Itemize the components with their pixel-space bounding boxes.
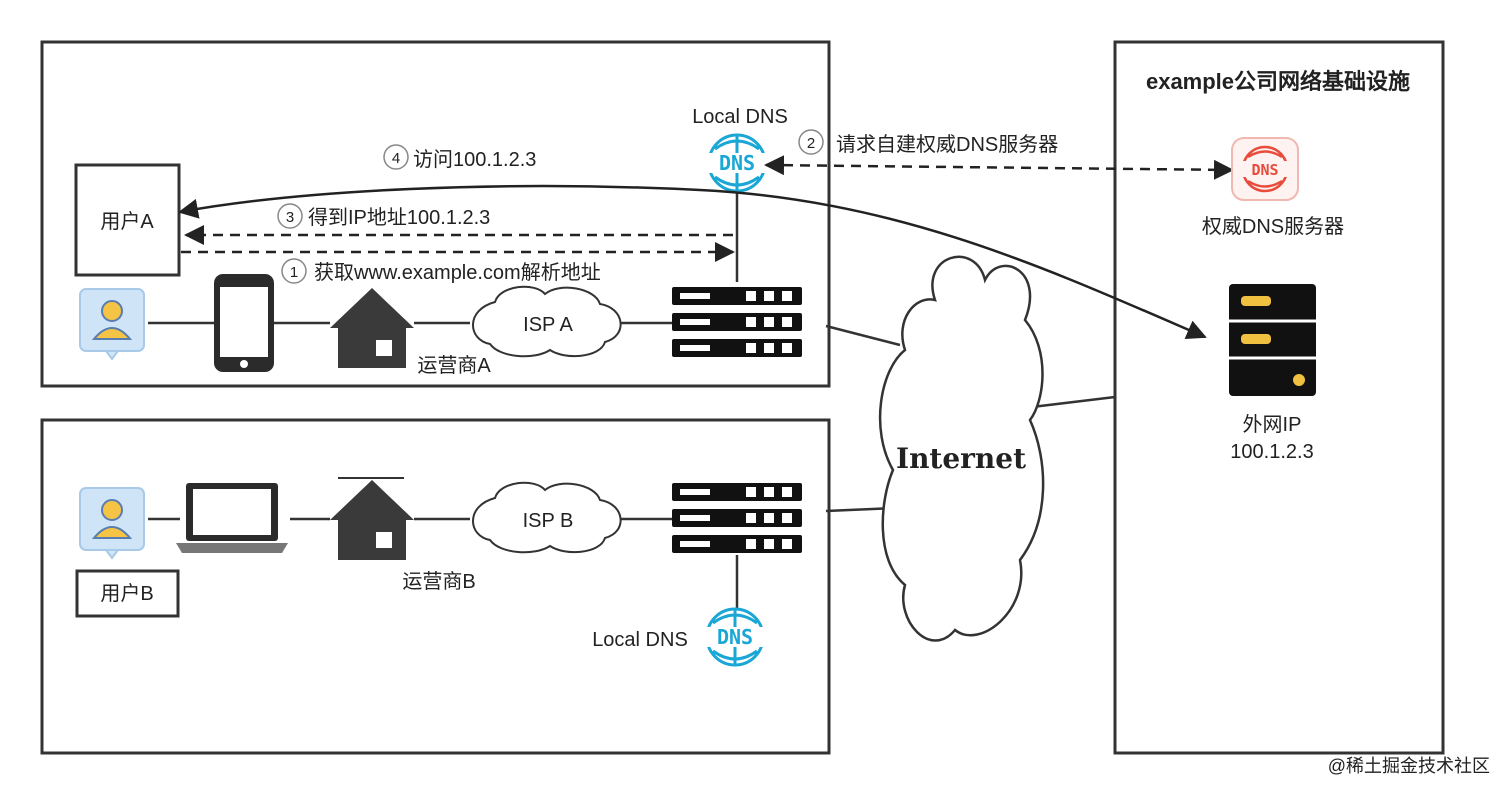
svg-text:请求自建权威DNS服务器: 请求自建权威DNS服务器 (836, 133, 1058, 156)
local-dns-b-icon: DNS (703, 607, 767, 667)
local-dns-b-label: Local DNS (592, 629, 688, 651)
svg-text:3: 3 (286, 209, 294, 226)
svg-text:得到IP地址100.1.2.3: 得到IP地址100.1.2.3 (308, 206, 490, 229)
local-dns-a-label: Local DNS (692, 106, 788, 128)
step-1-label: 1 获取www.example.com解析地址 (281, 258, 601, 284)
isp-a-label: ISP A (523, 314, 573, 336)
server-rack-b-icon (672, 483, 802, 553)
local-dns-a-icon: DNS (705, 133, 769, 193)
internet-label: Internet (896, 442, 1026, 475)
svg-text:获取www.example.com解析地址: 获取www.example.com解析地址 (314, 261, 601, 284)
user-b-avatar-icon (79, 487, 145, 559)
watermark-text: @稀土掘金技术社区 (1328, 756, 1490, 776)
svg-text:4: 4 (392, 150, 400, 167)
laptop-icon (176, 483, 288, 553)
auth-dns-label: 权威DNS服务器 (1202, 215, 1344, 238)
isp-b-label: ISP B (523, 510, 574, 532)
step-3-label: 3 得到IP地址100.1.2.3 (277, 203, 490, 229)
carrier-a-house-icon (330, 288, 414, 368)
carrier-b-house-icon (330, 480, 414, 560)
svg-text:DNS: DNS (717, 625, 753, 649)
step-2-label: 2 请求自建权威DNS服务器 (798, 129, 1058, 156)
svg-text:DNS: DNS (719, 151, 755, 175)
isp-b-cloud (472, 481, 622, 554)
zone-b-frame (40, 418, 831, 755)
carrier-b-label: 运营商B (402, 570, 475, 593)
server-rack-a-icon (672, 287, 802, 357)
svg-text:DNS: DNS (1251, 161, 1278, 179)
public-ip-address: 100.1.2.3 (1230, 441, 1313, 463)
auth-dns-icon: DNS (1231, 137, 1299, 201)
svg-text:1: 1 (290, 264, 298, 281)
user-a-label: 用户A (100, 210, 154, 233)
user-a-avatar-icon (79, 288, 145, 360)
public-server-icon (1229, 284, 1316, 396)
user-b-label: 用户B (100, 582, 153, 605)
smartphone-icon (214, 274, 274, 372)
carrier-a-label: 运营商A (417, 354, 491, 377)
svg-text:访问100.1.2.3: 访问100.1.2.3 (413, 148, 536, 171)
user-b-box (75, 569, 180, 618)
public-ip-label: 外网IP (1243, 413, 1302, 436)
user-a-box (74, 163, 181, 277)
infra-title: example公司网络基础设施 (1146, 69, 1410, 94)
svg-text:2: 2 (807, 135, 815, 152)
step-4-label: 4 访问100.1.2.3 (383, 144, 536, 171)
